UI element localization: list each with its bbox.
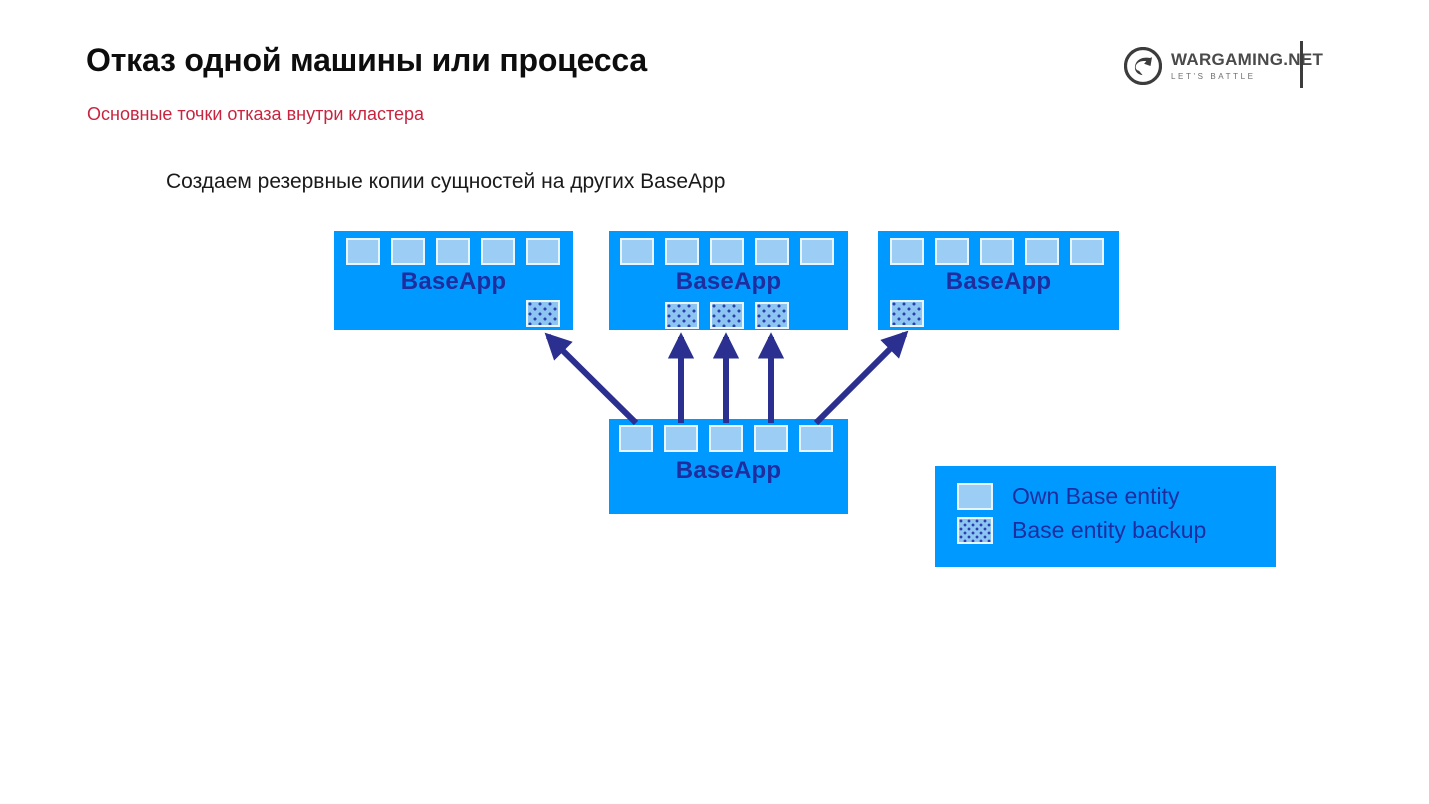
body-caption: Создаем резервные копии сущностей на дру…	[166, 170, 726, 193]
own-base-entity	[710, 238, 744, 265]
baseapp-node-top-right: BaseApp	[878, 231, 1119, 330]
own-base-entity	[436, 238, 470, 265]
own-base-entity	[890, 238, 924, 265]
base-entity-backup	[710, 302, 744, 329]
own-base-entity	[665, 238, 699, 265]
own-base-entity	[799, 425, 833, 452]
baseapp-label: BaseApp	[675, 268, 782, 295]
brand-logo-text: WARGAMING.NET LET'S BATTLE	[1171, 51, 1323, 81]
base-entity-backup	[755, 302, 789, 329]
page-title: Отказ одной машины или процесса	[86, 42, 647, 78]
baseapp-label: BaseApp	[400, 268, 507, 295]
own-base-entity	[980, 238, 1014, 265]
own-base-entity	[754, 425, 788, 452]
own-base-entity	[526, 238, 560, 265]
baseapp-label: BaseApp	[675, 457, 782, 484]
legend-item-own-base-entity: Own Base entity	[957, 483, 1179, 510]
legend-label: Base entity backup	[1012, 517, 1207, 543]
own-base-entity	[619, 425, 653, 452]
own-base-entity	[709, 425, 743, 452]
diagram-legend: Own Base entity Base entity backup	[935, 466, 1276, 567]
own-base-entity-swatch	[957, 483, 993, 510]
base-entity-backup	[890, 300, 924, 327]
base-entity-backup	[665, 302, 699, 329]
brand-logo: WARGAMING.NET LET'S BATTLE	[1123, 44, 1323, 88]
header-divider	[1300, 41, 1303, 88]
legend-label: Own Base entity	[1012, 483, 1180, 509]
own-base-entity	[346, 238, 380, 265]
brand-name: WARGAMING.NET	[1171, 50, 1324, 70]
own-base-entity	[620, 238, 654, 265]
baseapp-node-top-center: BaseApp	[609, 231, 848, 330]
arrow-to-right-backup	[813, 330, 909, 426]
legend-item-base-entity-backup: Base entity backup	[957, 517, 1206, 544]
own-base-entity	[391, 238, 425, 265]
own-base-entity	[935, 238, 969, 265]
base-entity-backup-swatch	[957, 517, 993, 544]
own-base-entity	[1025, 238, 1059, 265]
brand-tagline: LET'S BATTLE	[1171, 71, 1256, 81]
wargaming-circle-arrow-icon	[1123, 46, 1163, 86]
own-base-entity	[800, 238, 834, 265]
own-base-entity	[1070, 238, 1104, 265]
baseapp-node-bottom-source: BaseApp	[609, 419, 848, 514]
own-base-entity	[481, 238, 515, 265]
own-base-entity	[755, 238, 789, 265]
own-base-entity	[664, 425, 698, 452]
page-subtitle: Основные точки отказа внутри кластера	[87, 104, 425, 124]
baseapp-node-top-left: BaseApp	[334, 231, 573, 330]
base-entity-backup	[526, 300, 560, 327]
arrow-to-left-backup	[544, 332, 639, 426]
baseapp-label: BaseApp	[945, 268, 1052, 295]
